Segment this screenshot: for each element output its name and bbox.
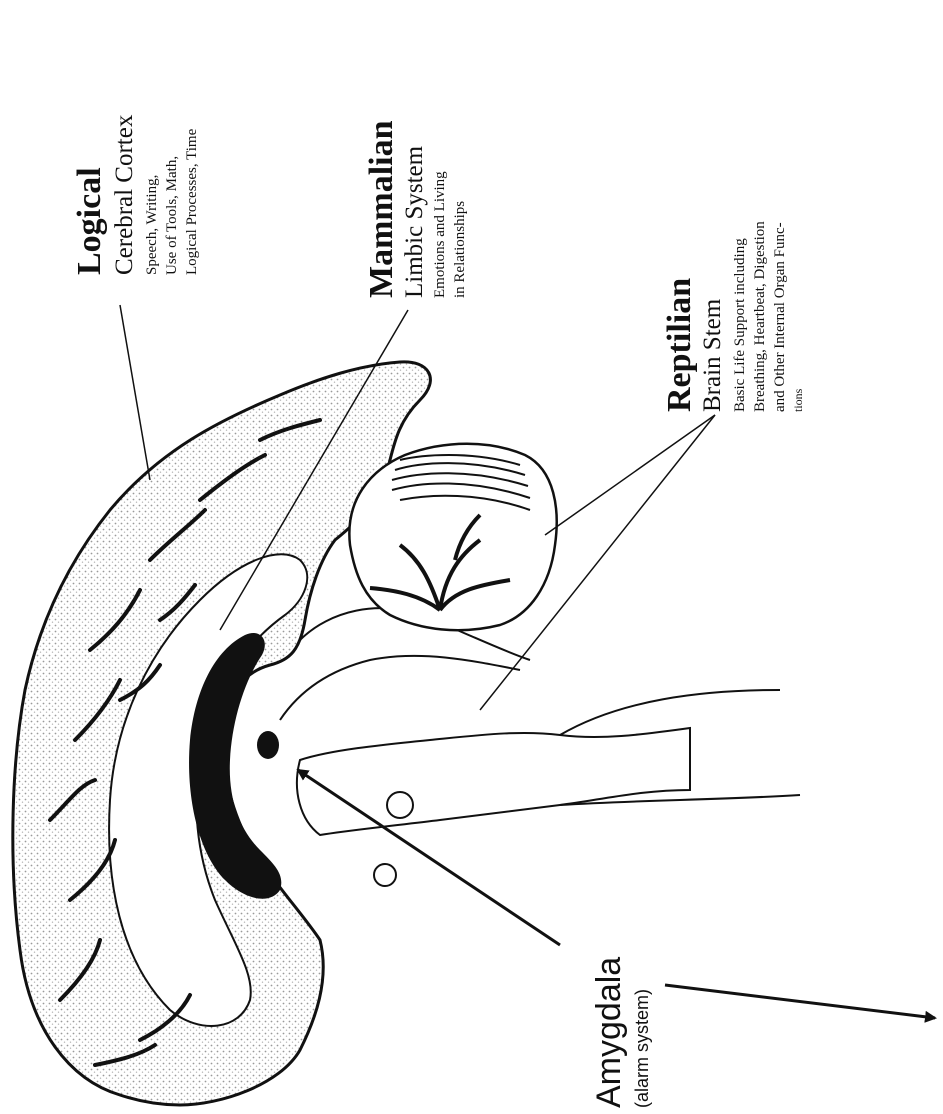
mammalian-line-2: in Relationships (452, 201, 468, 298)
amygdala-subtitle: (alarm system) (632, 989, 652, 1108)
logical-line-2: Use of Tools, Math, (164, 156, 180, 275)
thalamus-spot (257, 731, 279, 759)
amygdala-title: Amygdala (590, 957, 628, 1108)
reptilian-title: Reptilian (661, 278, 698, 412)
logical-line-1: Speech, Writing, (144, 175, 160, 275)
logical-line-3: Logical Processes, Time (184, 128, 200, 275)
reptilian-subtitle: Brain Stem (699, 298, 726, 412)
outgoing-arrow (665, 985, 935, 1018)
pons-loop-1 (387, 792, 413, 818)
logical-subtitle: Cerebral Cortex (111, 114, 138, 275)
reptilian-leader-1 (545, 415, 715, 535)
reptilian-line-4: tions (791, 388, 805, 412)
mammalian-label: Mammalian Limbic System Emotions and Liv… (363, 120, 468, 298)
logical-leader (120, 305, 150, 480)
reptilian-line-1: Basic Life Support including (732, 238, 748, 412)
mammalian-line-1: Emotions and Living (432, 171, 448, 298)
brain-stem (297, 728, 690, 835)
logical-title: Logical (71, 167, 108, 275)
mammalian-title: Mammalian (363, 120, 400, 298)
reptilian-line-2: Breathing, Heartbeat, Digestion (752, 221, 768, 412)
limbic-curve-2 (280, 656, 520, 720)
pons-loop-2 (374, 864, 396, 886)
cerebellum (349, 444, 556, 630)
logical-label: Logical Cerebral Cortex Speech, Writing,… (71, 114, 200, 275)
mammalian-subtitle: Limbic System (401, 145, 428, 298)
amygdala-label: Amygdala (alarm system) (590, 957, 652, 1108)
reptilian-line-3: and Other Internal Organ Func- (772, 222, 788, 412)
reptilian-label: Reptilian Brain Stem Basic Life Support … (661, 221, 805, 412)
